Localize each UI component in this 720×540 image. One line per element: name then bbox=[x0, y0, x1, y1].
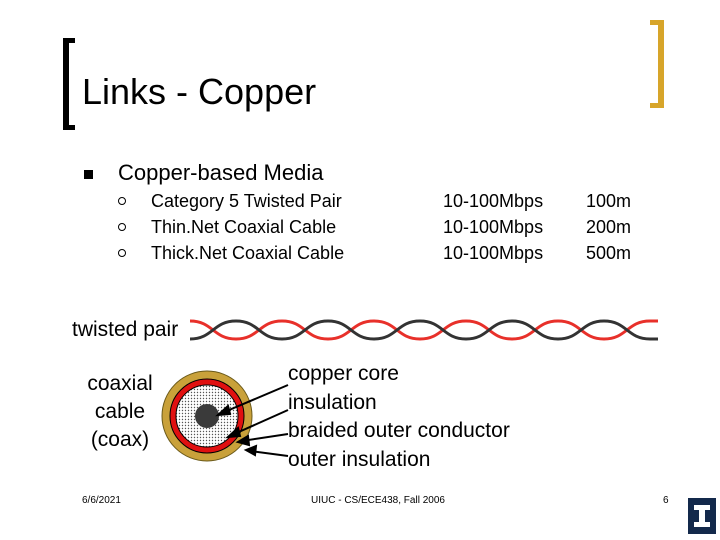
media-name: Thick.Net Coaxial Cable bbox=[151, 243, 345, 263]
coax-label-line: coaxial bbox=[87, 372, 153, 395]
coax-part-label: braided outer conductor bbox=[288, 419, 510, 442]
circle-bullet-icon bbox=[118, 249, 126, 257]
twisted-pair-red-wire bbox=[190, 319, 658, 341]
footer-page-number: 6 bbox=[663, 495, 669, 506]
circle-bullet-icon bbox=[118, 223, 126, 231]
media-rate: 10-100Mbps bbox=[443, 217, 544, 237]
coax-label-line: (coax) bbox=[90, 428, 150, 451]
university-logo bbox=[688, 498, 716, 534]
coax-part-label: insulation bbox=[288, 390, 377, 414]
coax-label-line: cable bbox=[94, 400, 146, 423]
media-distance: 500m bbox=[586, 243, 632, 263]
coax-parts-legend: copper core insulation braided outer con… bbox=[288, 360, 510, 474]
slide-title: Links - Copper bbox=[82, 71, 317, 112]
media-distance: 200m bbox=[586, 217, 632, 237]
circle-bullet-icon bbox=[118, 197, 126, 205]
media-heading: Copper-based Media bbox=[118, 160, 324, 185]
coax-part-label: outer insulation bbox=[288, 447, 431, 471]
media-name: Thin.Net Coaxial Cable bbox=[151, 217, 337, 237]
coax-label: coaxial cable (coax) bbox=[70, 370, 170, 454]
twisted-pair-label: twisted pair bbox=[72, 318, 179, 341]
coax-cable-diagram bbox=[161, 370, 289, 462]
footer-date: 6/6/2021 bbox=[82, 495, 121, 506]
twisted-pair-dark-wire bbox=[190, 319, 658, 341]
footer-course: UIUC - CS/ECE438, Fall 2006 bbox=[311, 495, 445, 506]
media-rate: 10-100Mbps bbox=[443, 191, 544, 211]
block-i-icon bbox=[694, 505, 710, 527]
coax-part-label: copper core bbox=[288, 362, 399, 385]
media-distance: 100m bbox=[586, 191, 632, 211]
media-rate: 10-100Mbps bbox=[443, 243, 544, 263]
copper-core bbox=[195, 404, 219, 428]
twisted-pair-diagram bbox=[190, 319, 658, 341]
right-bracket-decoration bbox=[650, 20, 664, 108]
left-bracket-decoration bbox=[63, 38, 75, 130]
square-bullet-icon bbox=[84, 170, 93, 179]
media-name: Category 5 Twisted Pair bbox=[151, 191, 342, 211]
legend-arrows bbox=[215, 384, 289, 457]
